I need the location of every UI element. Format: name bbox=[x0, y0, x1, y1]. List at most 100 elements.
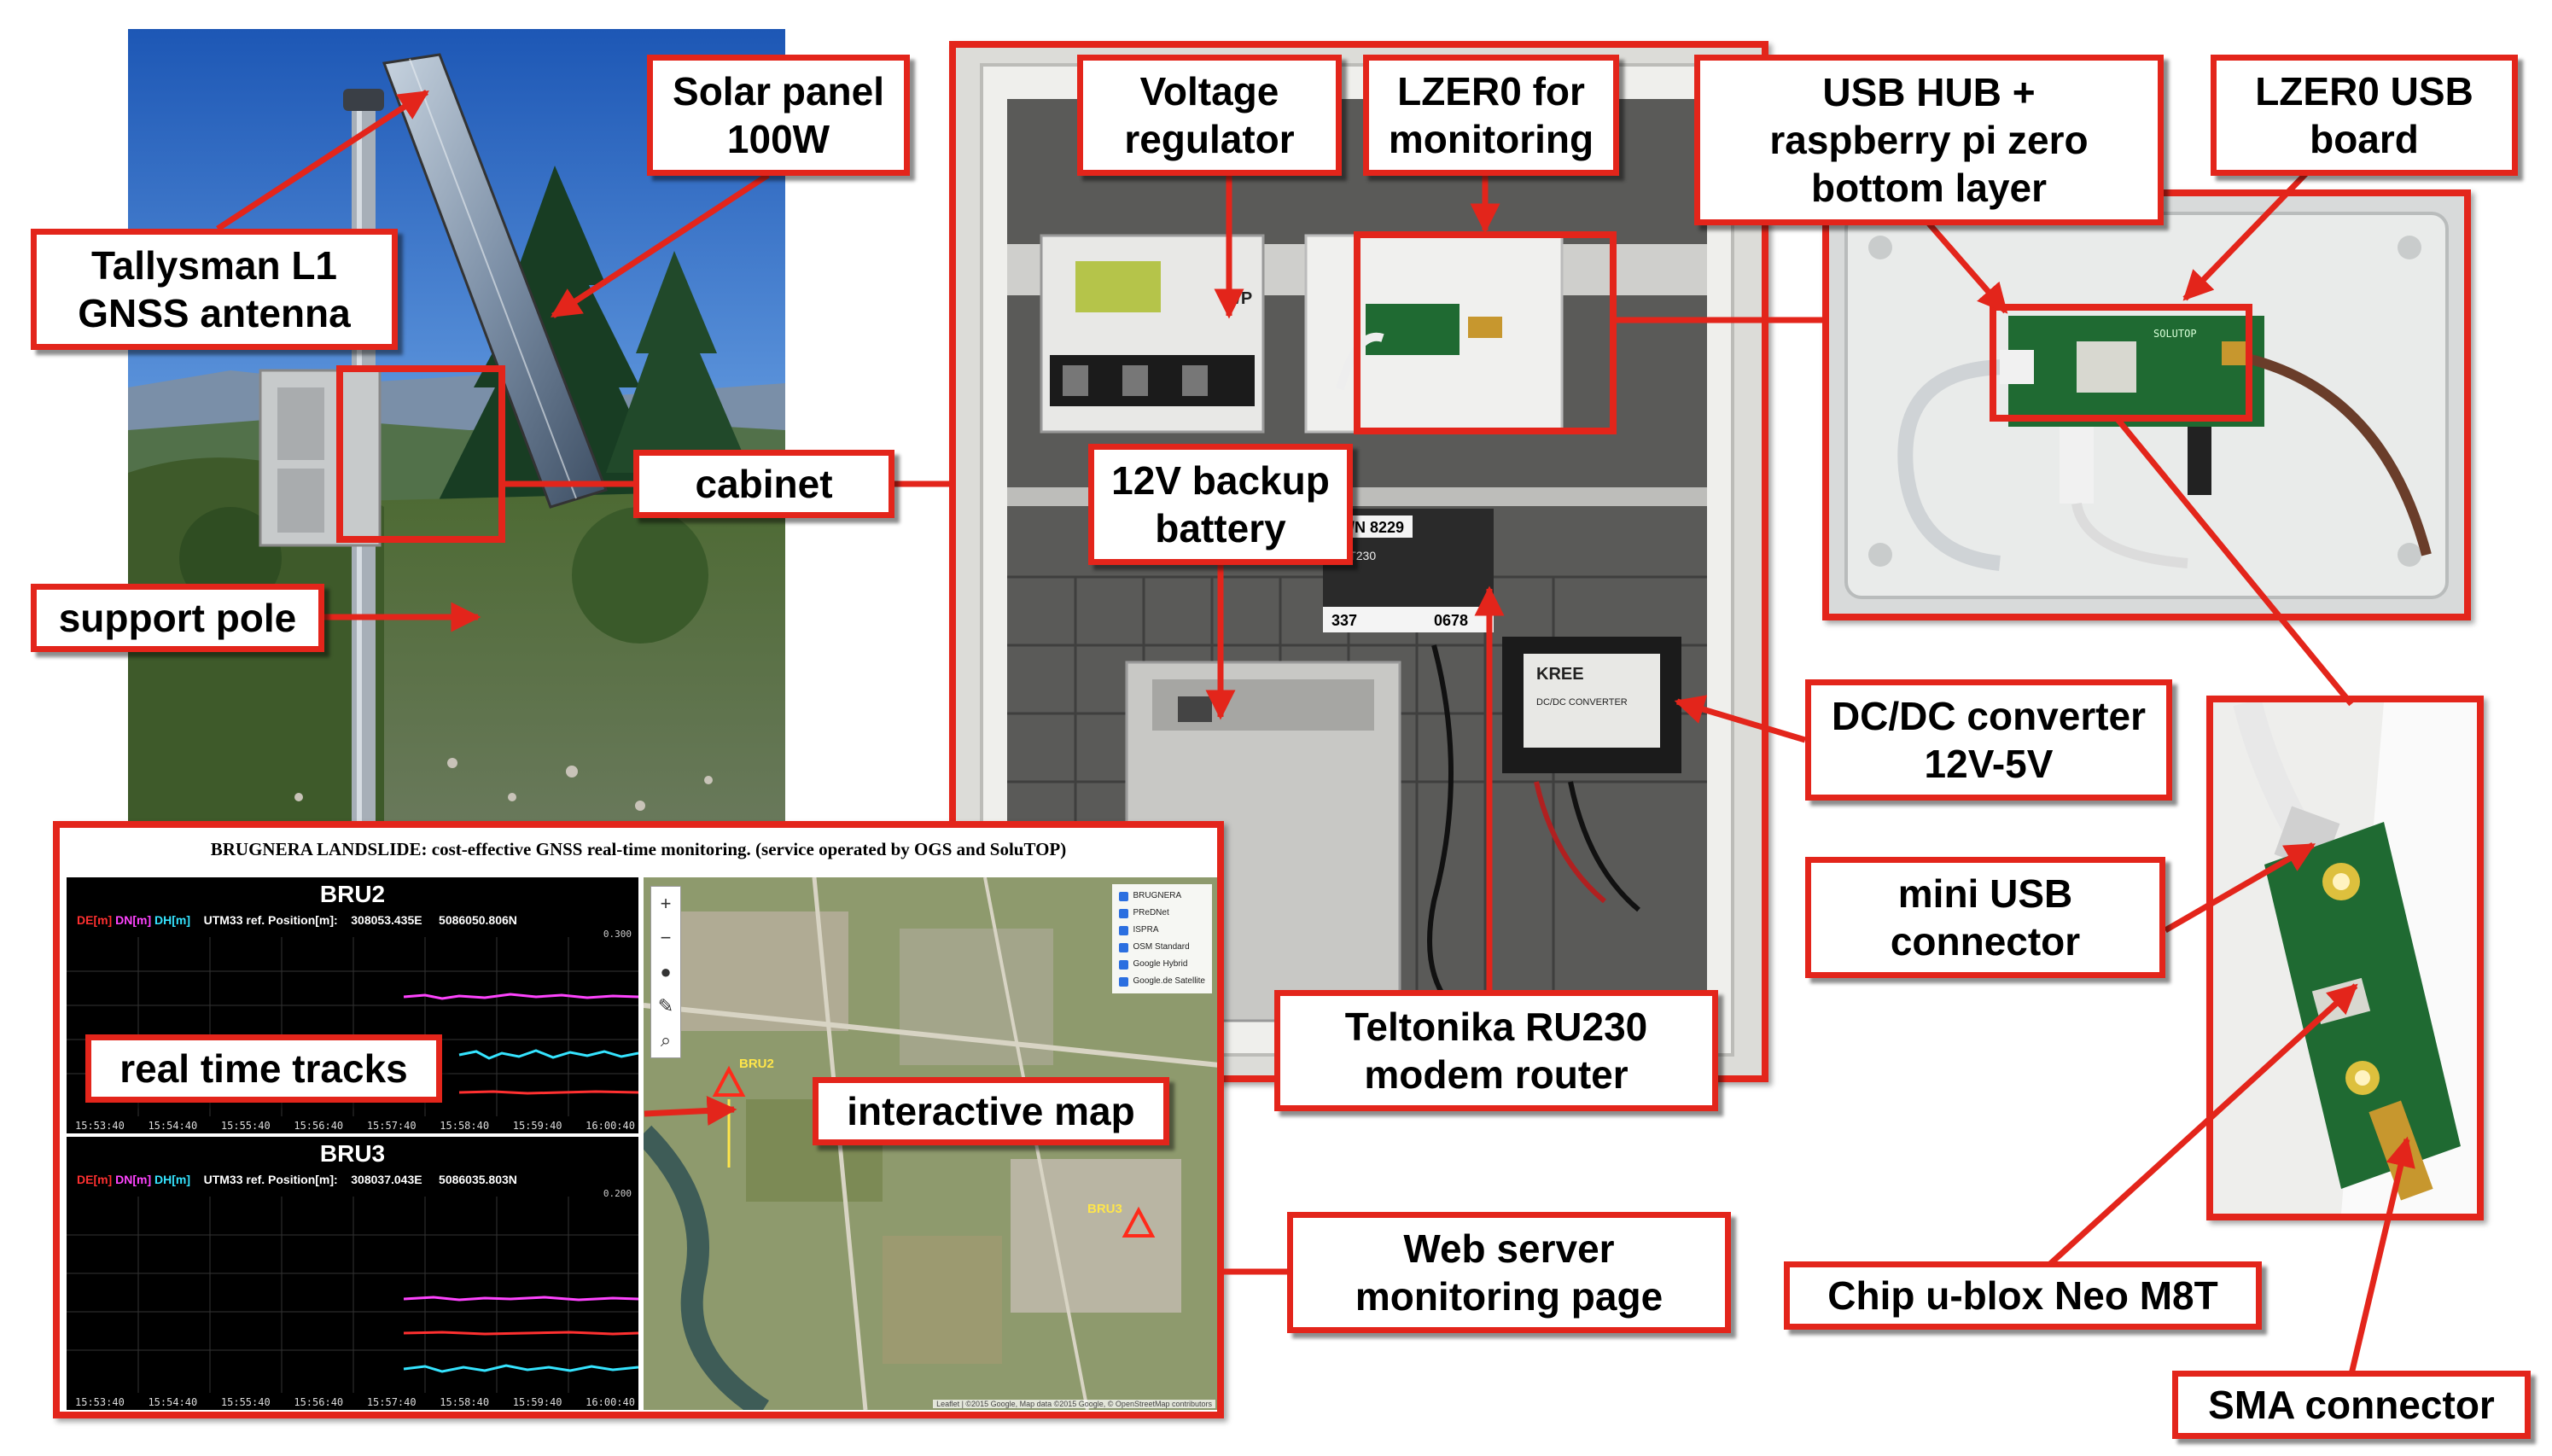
checkbox-icon[interactable] bbox=[1119, 976, 1129, 987]
time-tick: 15:53:40 bbox=[75, 1120, 125, 1132]
track-name-bru3: BRU3 bbox=[319, 1140, 386, 1167]
label-interactive-map: interactive map bbox=[813, 1077, 1169, 1145]
series-dn-bru3 bbox=[403, 1296, 638, 1302]
zoom-out-button[interactable]: − bbox=[660, 927, 672, 948]
layer-option[interactable]: Google.de Satellite bbox=[1119, 973, 1205, 990]
time-tick: 15:56:40 bbox=[294, 1396, 344, 1408]
time-tick: 15:54:40 bbox=[148, 1396, 198, 1408]
label-voltage-regulator: Voltage regulator bbox=[1077, 55, 1342, 176]
series-dn-bru2 bbox=[403, 993, 638, 1000]
usb-hub-photo: SOLUTOP bbox=[1822, 189, 2471, 620]
label-solar-panel: Solar panel 100W bbox=[647, 55, 910, 176]
time-tick: 15:59:40 bbox=[512, 1396, 562, 1408]
label-real-time-tracks: real time tracks bbox=[85, 1034, 442, 1103]
marker-bru3-triangle[interactable] bbox=[1122, 1206, 1156, 1238]
label-backup-battery: 12V backup battery bbox=[1088, 444, 1353, 565]
checkbox-icon[interactable] bbox=[1119, 942, 1129, 952]
ref-north: 5086050.806N bbox=[439, 913, 517, 927]
map-marker-bru3[interactable]: BRU3 bbox=[1087, 1202, 1122, 1216]
track-name-bru2: BRU2 bbox=[319, 881, 386, 907]
map-marker-bru2[interactable]: BRU2 bbox=[739, 1057, 774, 1071]
track-panel-bru3: BRU3 DE[m] DN[m] DH[m] UTM33 ref. Positi… bbox=[67, 1137, 638, 1410]
label-lzer0-usb-board: LZER0 USB board bbox=[2211, 55, 2518, 176]
track-plot-bru3 bbox=[67, 1197, 638, 1393]
series-dh-bru3 bbox=[403, 1364, 638, 1373]
map-zoom-controls: + − ● ✎ ⌕ bbox=[650, 886, 681, 1058]
modem-pn-text: P/N 8229 bbox=[1340, 519, 1404, 536]
series-dh-bru2 bbox=[458, 1049, 638, 1060]
layer-option[interactable]: PReDNet bbox=[1119, 905, 1205, 922]
checkbox-icon[interactable] bbox=[1119, 925, 1129, 935]
legend-de: DE[m] bbox=[77, 1173, 113, 1186]
layer-option[interactable]: ISPRA bbox=[1119, 922, 1205, 939]
modem-serial-a: 337 bbox=[1331, 612, 1357, 629]
label-mini-usb: mini USB connector bbox=[1805, 857, 2165, 978]
label-chip-ublox: Chip u-blox Neo M8T bbox=[1784, 1261, 2262, 1330]
lzer0-board-scene bbox=[2213, 702, 2477, 1214]
track-header-bru2: DE[m] DN[m] DH[m] UTM33 ref. Position[m]… bbox=[77, 913, 517, 927]
time-tick: 15:54:40 bbox=[148, 1120, 198, 1132]
label-gnss-antenna: Tallysman L1 GNSS antenna bbox=[31, 229, 398, 350]
map-layer-legend: BRUGNERA PReDNet ISPRA OSM Standard Goog… bbox=[1112, 884, 1212, 993]
track-header-bru3: DE[m] DN[m] DH[m] UTM33 ref. Position[m]… bbox=[77, 1173, 517, 1186]
checkbox-icon[interactable] bbox=[1119, 891, 1129, 901]
layer-label: OSM Standard bbox=[1133, 942, 1190, 952]
time-tick: 15:58:40 bbox=[440, 1120, 490, 1132]
legend-dh: DH[m] bbox=[154, 913, 191, 927]
layer-label: Google Hybrid bbox=[1133, 959, 1188, 969]
time-axis-bru3: 15:53:40 15:54:40 15:55:40 15:56:40 15:5… bbox=[75, 1396, 635, 1408]
time-tick: 16:00:40 bbox=[586, 1120, 635, 1132]
ref-north: 5086035.803N bbox=[439, 1173, 517, 1186]
legend-de: DE[m] bbox=[77, 913, 113, 927]
time-tick: 15:59:40 bbox=[512, 1120, 562, 1132]
layer-label: PReDNet bbox=[1133, 908, 1169, 917]
checkbox-icon[interactable] bbox=[1119, 908, 1129, 918]
search-icon[interactable]: ⌕ bbox=[660, 1029, 672, 1051]
time-tick: 16:00:40 bbox=[586, 1396, 635, 1408]
web-page-title: BRUGNERA LANDSLIDE: cost-effective GNSS … bbox=[60, 828, 1217, 871]
label-usb-hub: USB HUB + raspberry pi zero bottom layer bbox=[1694, 55, 2164, 225]
label-cabinet: cabinet bbox=[633, 450, 894, 518]
ref-east: 308053.435E bbox=[351, 913, 422, 927]
label-web-server: Web server monitoring page bbox=[1287, 1212, 1731, 1333]
ref-east: 308037.043E bbox=[351, 1173, 422, 1186]
legend-dn: DN[m] bbox=[115, 913, 152, 927]
time-tick: 15:55:40 bbox=[220, 1396, 271, 1408]
pin-icon[interactable]: ● bbox=[660, 961, 672, 982]
time-tick: 15:57:40 bbox=[366, 1396, 417, 1408]
ref-position-label: UTM33 ref. Position[m]: bbox=[203, 913, 338, 927]
time-tick: 15:57:40 bbox=[366, 1120, 417, 1132]
time-tick: 15:58:40 bbox=[440, 1396, 490, 1408]
label-lzer0-monitoring: LZER0 for monitoring bbox=[1363, 55, 1619, 176]
series-de-bru2 bbox=[458, 1090, 638, 1095]
layer-label: BRUGNERA bbox=[1133, 891, 1182, 900]
legend-dh: DH[m] bbox=[154, 1173, 191, 1186]
modem-serial-b: 0678 bbox=[1434, 612, 1468, 629]
scale-note-bru3: 0.200 bbox=[603, 1188, 632, 1199]
checkbox-icon[interactable] bbox=[1119, 959, 1129, 970]
scale-note-bru2: 0.300 bbox=[603, 929, 632, 940]
layer-label: ISPRA bbox=[1133, 925, 1159, 935]
ref-position-label: UTM33 ref. Position[m]: bbox=[203, 1173, 338, 1186]
marker-bru2-triangle[interactable] bbox=[712, 1065, 746, 1097]
usb-hub-scene: SOLUTOP bbox=[1829, 196, 2464, 614]
time-tick: 15:53:40 bbox=[75, 1396, 125, 1408]
pencil-icon[interactable]: ✎ bbox=[657, 995, 674, 1016]
label-support-pole: support pole bbox=[31, 584, 324, 652]
layer-option[interactable]: Google Hybrid bbox=[1119, 956, 1205, 973]
converter-brand-text: KREE bbox=[1536, 665, 1584, 684]
map-attribution: Leaflet | ©2015 Google, Map data ©2015 G… bbox=[933, 1400, 1215, 1408]
board-brand-text: SOLUTOP bbox=[2153, 328, 2197, 340]
series-de-bru3 bbox=[403, 1331, 638, 1336]
zoom-in-button[interactable]: + bbox=[660, 893, 672, 914]
layer-label: Google.de Satellite bbox=[1133, 976, 1205, 986]
label-teltonika: Teltonika RU230 modem router bbox=[1274, 990, 1718, 1111]
label-dcdc-converter: DC/DC converter 12V-5V bbox=[1805, 679, 2172, 801]
label-sma-connector: SMA connector bbox=[2172, 1371, 2531, 1439]
layer-option[interactable]: OSM Standard bbox=[1119, 939, 1205, 956]
layer-option[interactable]: BRUGNERA bbox=[1119, 888, 1205, 905]
legend-dn: DN[m] bbox=[115, 1173, 152, 1186]
lzer0-board-photo bbox=[2206, 696, 2484, 1220]
time-tick: 15:55:40 bbox=[220, 1120, 271, 1132]
regulator-brand-text: WP bbox=[1225, 289, 1252, 308]
